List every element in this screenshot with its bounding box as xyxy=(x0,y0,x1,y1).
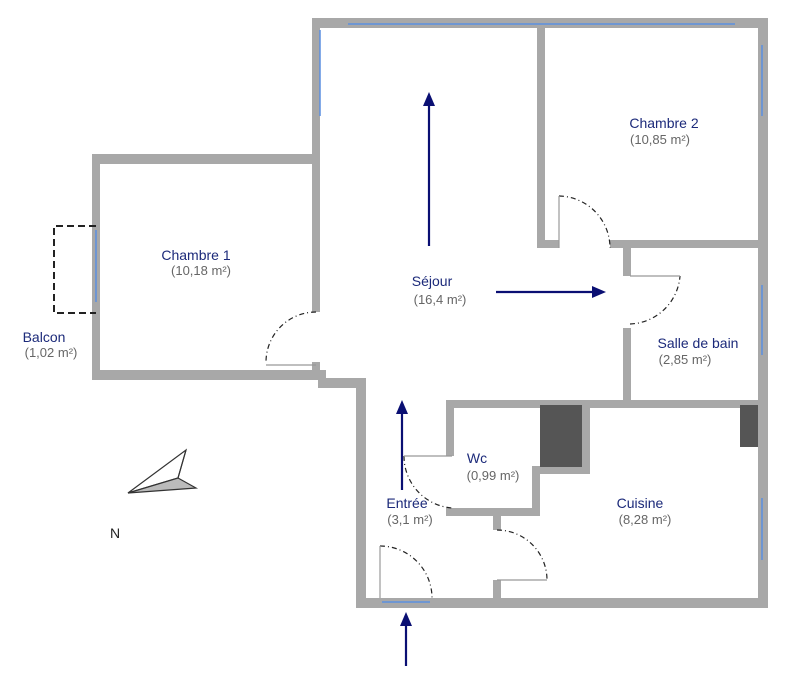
room-area-chambre-1: (10,18 m²) xyxy=(171,263,231,278)
compass-north-label: N xyxy=(110,525,120,541)
room-name-cuisine: Cuisine xyxy=(617,495,664,511)
room-labels: Séjour (16,4 m²) Chambre 2 (10,85 m²) Ch… xyxy=(23,115,739,527)
room-name-entree: Entrée xyxy=(386,495,427,511)
circulation-arrows xyxy=(396,92,606,666)
room-name-chambre-2: Chambre 2 xyxy=(629,115,698,131)
room-area-balcon: (1,02 m²) xyxy=(25,345,78,360)
room-area-sejour: (16,4 m²) xyxy=(414,292,467,307)
room-area-entree: (3,1 m²) xyxy=(387,512,433,527)
doors xyxy=(265,195,681,599)
room-name-balcon: Balcon xyxy=(23,329,66,345)
room-name-sejour: Séjour xyxy=(412,273,453,289)
room-area-cuisine: (8,28 m²) xyxy=(619,512,672,527)
room-area-salle-de-bain: (2,85 m²) xyxy=(659,352,712,367)
windows xyxy=(95,23,763,603)
north-arrow-icon xyxy=(127,448,199,494)
balcony-outline xyxy=(53,225,96,314)
interior-walls xyxy=(312,28,758,598)
room-name-chambre-1: Chambre 1 xyxy=(161,247,230,263)
room-area-wc: (0,99 m²) xyxy=(467,468,520,483)
room-name-salle-de-bain: Salle de bain xyxy=(658,335,739,351)
room-name-wc: Wc xyxy=(467,450,487,466)
room-area-chambre-2: (10,85 m²) xyxy=(630,132,690,147)
